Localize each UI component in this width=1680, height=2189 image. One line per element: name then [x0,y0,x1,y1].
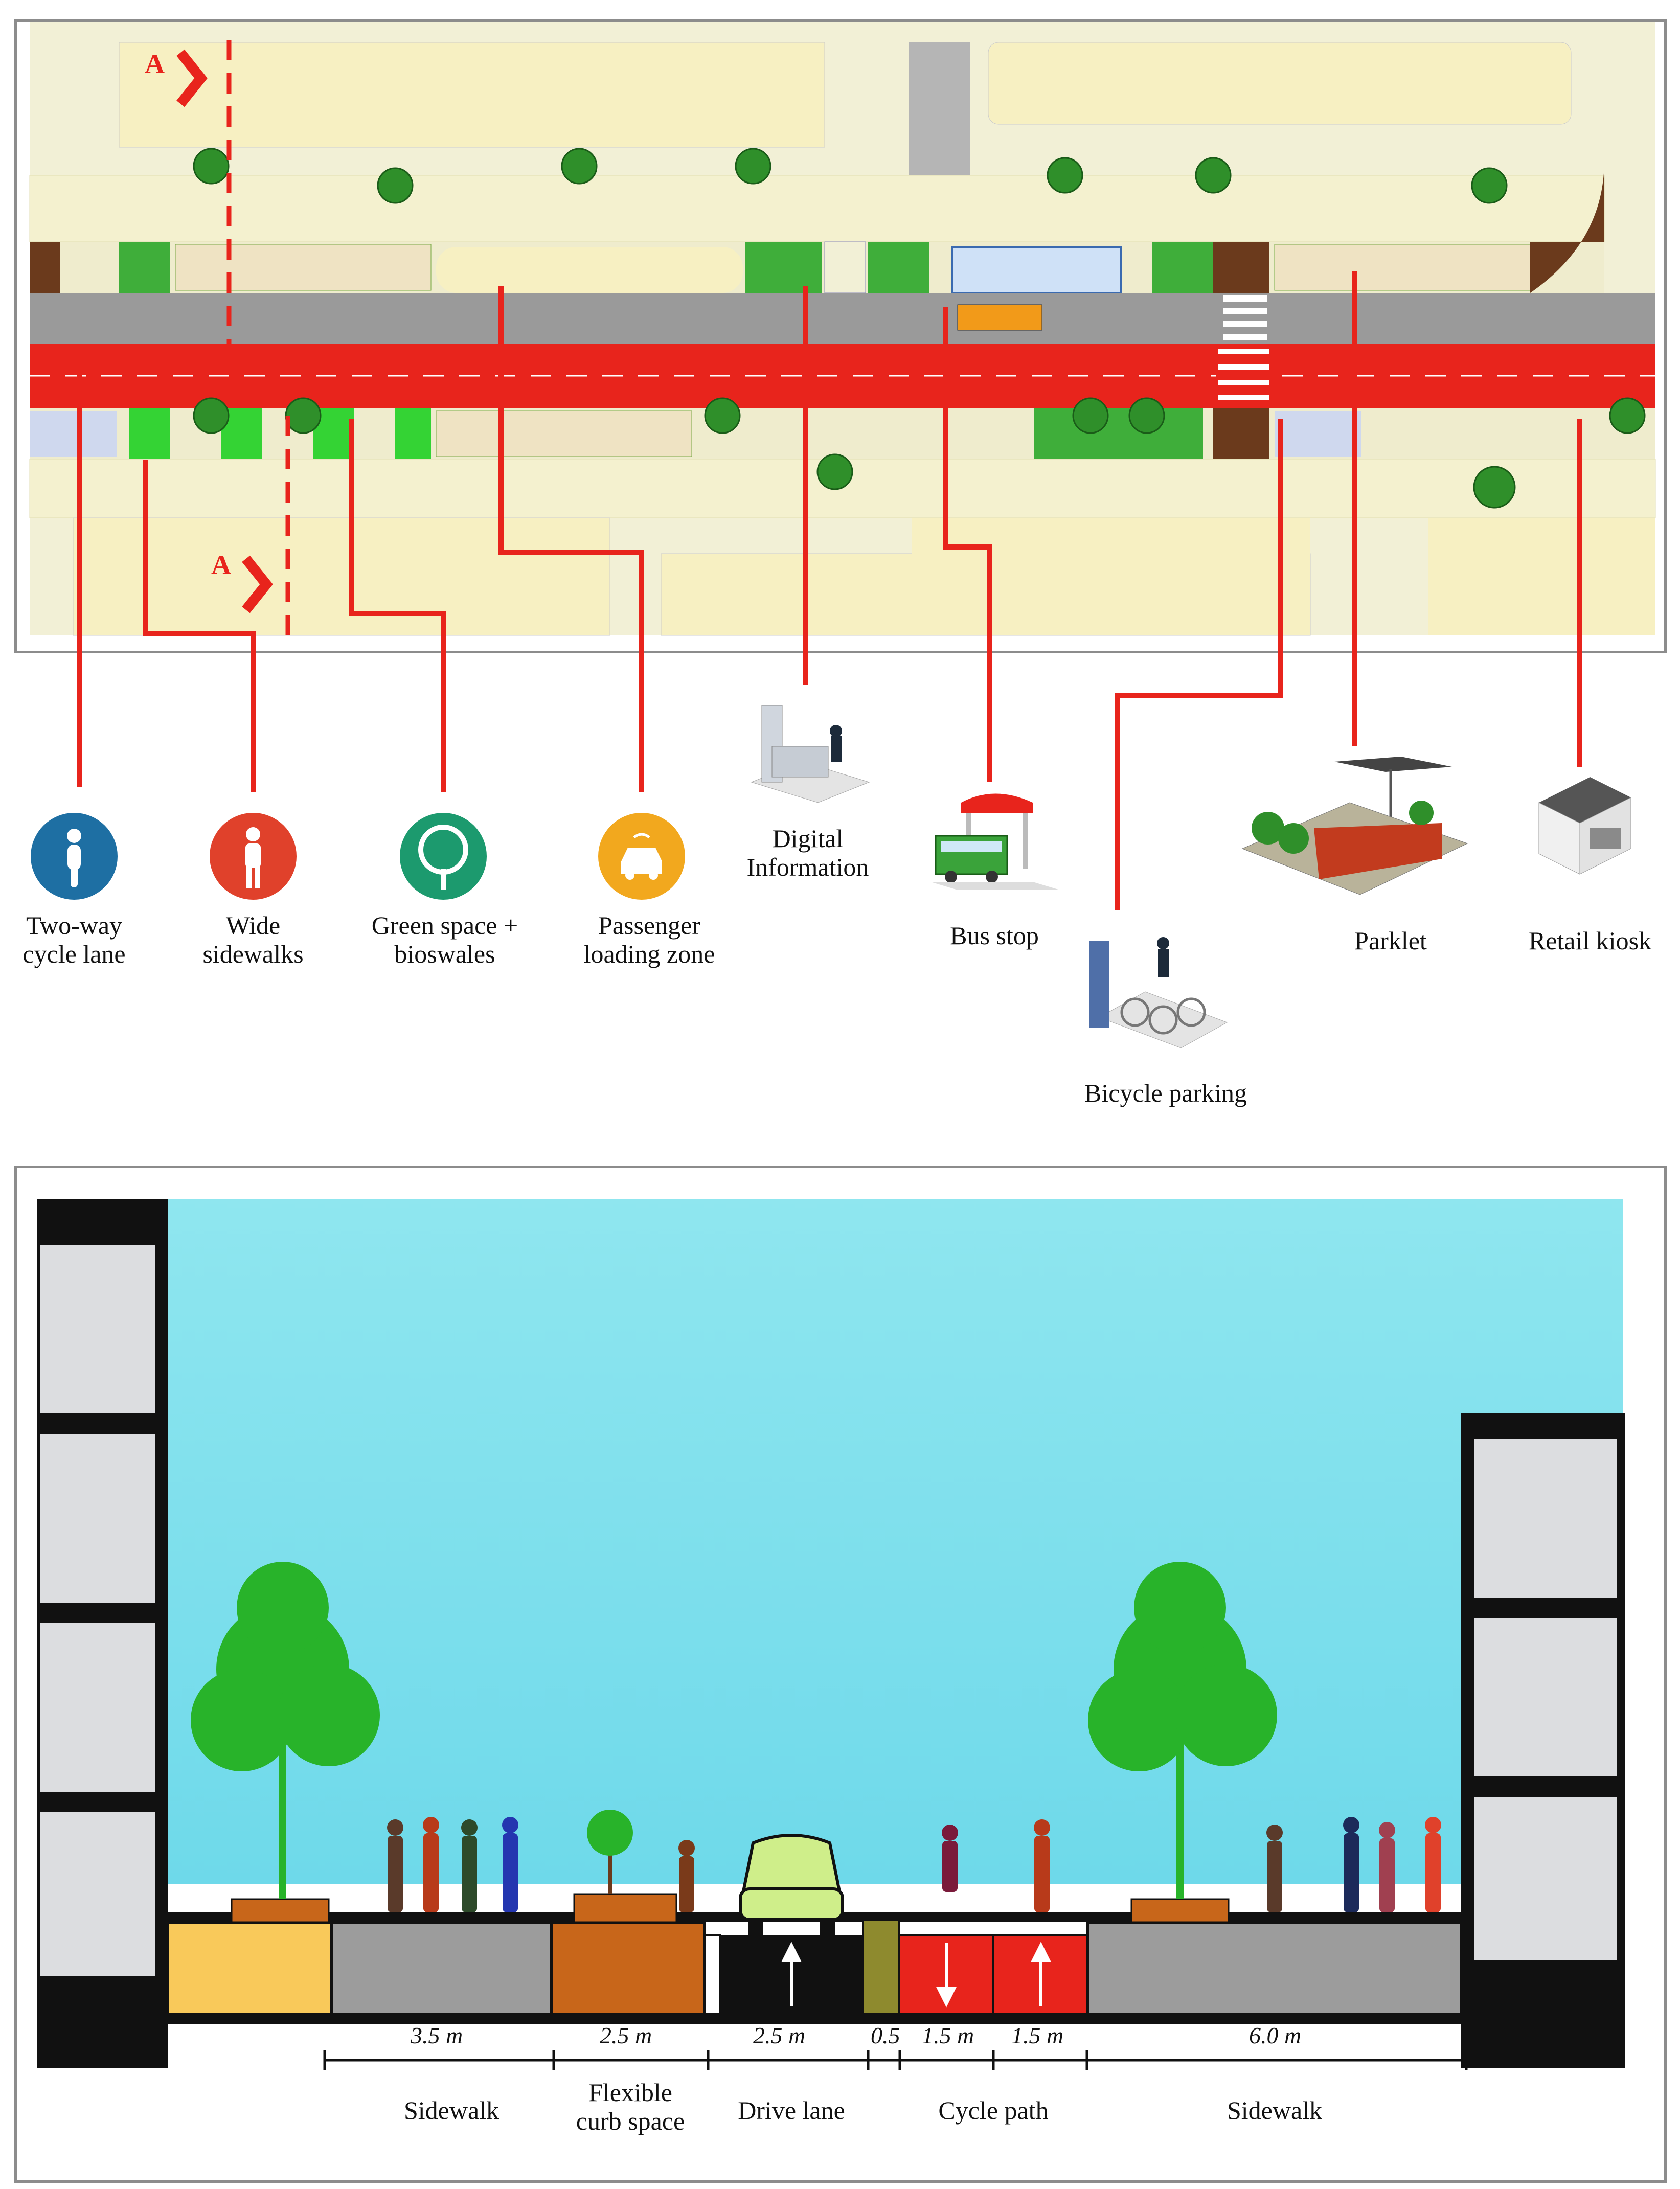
sidewalk-left [330,1921,553,2016]
feature-label-sidewalk: Wide sidewalks [202,911,304,968]
building-block [1428,518,1655,635]
building-block [73,517,610,636]
zone-label-cycle: Cycle path [938,2096,1049,2125]
sky [168,1199,1623,1884]
building-block [119,42,825,148]
feature-label-bus: Bus stop [950,921,1039,950]
bicycle-rack-icon [1089,937,1228,1048]
dimension-label: 2.5 m [600,2022,652,2048]
dimension-label: 0.5 [871,2022,900,2048]
buffer-strip [862,1919,900,2015]
feature-label-green: Green space + bioswales [371,911,518,968]
section-arrow-icon [176,49,208,107]
bioswale [745,242,822,293]
tree-icon [400,813,487,900]
bioswale [119,242,170,293]
plan-view-panel: A A [14,19,1667,653]
building-block [988,42,1572,125]
dimension-label: 3.5 m [411,2022,463,2048]
plan-view-drawing: A A [29,22,1656,636]
leader-lines [77,271,1582,910]
zone-label-sidewalk-right: Sidewalk [1227,2096,1323,2125]
zone-label-sidewalk-left: Sidewalk [403,2096,500,2125]
bicycle-parking [1275,411,1361,457]
parklet [175,244,432,291]
section-arrow-icon [242,555,273,613]
feature-label-loading: Passenger loading zone [583,911,715,968]
parklet [436,410,692,457]
tree-pit [166,1921,333,2016]
zone-label-curb: Flexible curb space [576,2078,685,2135]
bioswale [1152,242,1213,293]
small-tree [587,1810,633,1894]
street-tree-right [1088,1562,1277,1899]
cross-section-drawing [37,1199,1625,2070]
bioswale [129,408,170,459]
pedestrian-icon [210,813,297,900]
planter [1130,1898,1230,1923]
drive-lane [30,293,1655,344]
dimension-label: 2.5 m [753,2022,806,2048]
cross-section-panel: 3.5 m 2.5 m 2.5 m 0.5 1.5 m 1.5 m 6.0 m … [14,1166,1667,2183]
bus-shelter [951,246,1122,294]
pedestrians-left [387,1817,695,1912]
retail-kiosk-icon [1538,777,1631,875]
parklet-icon [1241,757,1468,895]
feature-label-bike: Bicycle parking [1084,1079,1247,1107]
zone-label-drive: Drive lane [738,2096,845,2125]
planter [573,1893,677,1923]
sidewalk-right [1086,1921,1463,2016]
flexible-curb-space [550,1921,706,2016]
section-marker-bottom: A [211,550,231,580]
feature-label-parklet: Parklet [1354,926,1427,955]
bioswale [395,408,431,459]
pedestrians-right [1266,1817,1441,1912]
dimension-label: 1.5 m [922,2022,974,2048]
bus [957,304,1042,331]
loading-zone [436,247,743,293]
dimension-line [323,2050,1468,2070]
digital-kiosk-icon [751,705,870,803]
bus-stop-icon [930,793,1058,890]
building-block [661,553,1311,636]
feature-label-digital: Digital Information [746,824,869,881]
feature-label-cycle: Two-way cycle lane [22,911,126,968]
bioswale [1034,408,1203,459]
parklet [1274,244,1531,291]
bioswale [868,242,929,293]
dimension-label: 1.5 m [1011,2022,1064,2048]
feature-label-kiosk: Retail kiosk [1528,926,1652,955]
car [739,1834,844,1935]
street-tree-left [191,1562,380,1899]
sidewalk-top [29,175,1605,242]
cyclist-icon [31,813,118,900]
section-marker-top: A [145,49,165,79]
dimension-label: 6.0 m [1249,2022,1302,2048]
car-icon [598,813,685,900]
planter [231,1898,330,1923]
cyclists [942,1819,1050,1912]
